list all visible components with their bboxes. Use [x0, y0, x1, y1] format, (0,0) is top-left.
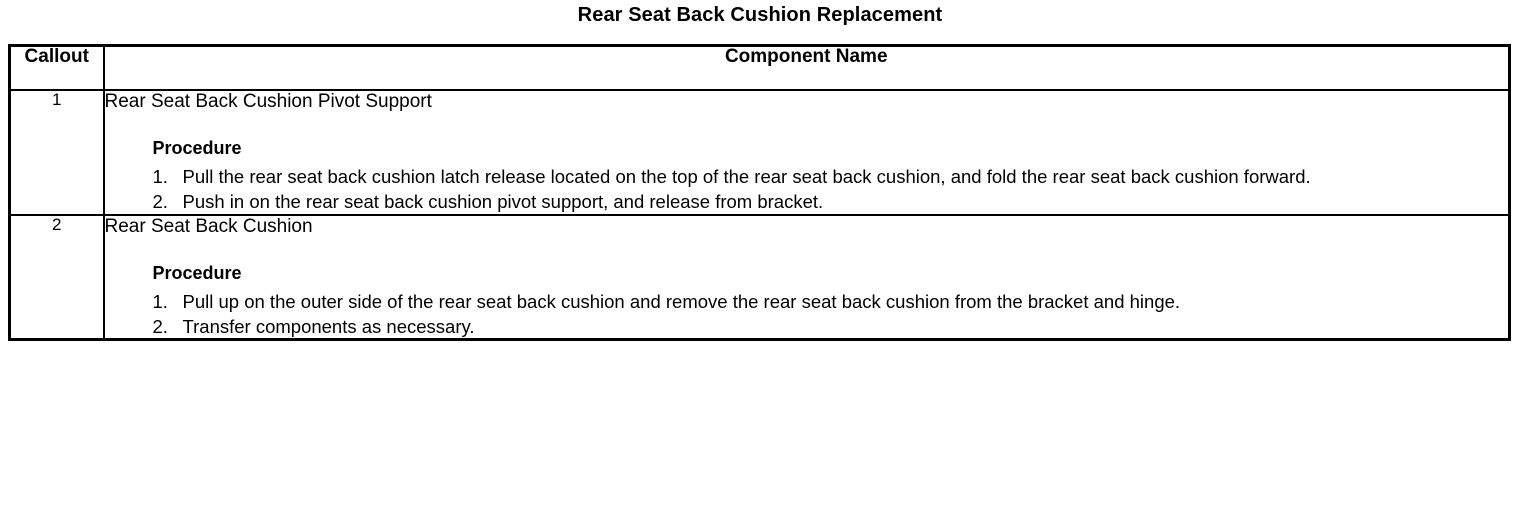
table-header: Callout Component Name: [8, 44, 1511, 91]
component-cell: Rear Seat Back Cushion Procedure Pull up…: [102, 213, 1511, 341]
column-header-callout: Callout: [8, 44, 105, 91]
procedure-step: Transfer components as necessary.: [153, 315, 475, 338]
procedure-step-list: Pull up on the outer side of the rear se…: [105, 288, 1509, 338]
table-body: 1 Rear Seat Back Cushion Pivot Support P…: [8, 89, 1511, 341]
procedure-step: Push in on the rear seat back cushion pi…: [153, 190, 824, 213]
component-name-text: Rear Seat Back Cushion Pivot Support: [104, 91, 432, 112]
callout-number: 2: [8, 213, 105, 341]
procedure-step: Pull the rear seat back cushion latch re…: [153, 165, 1311, 188]
procedure-table: Callout Component Name 1 Rear Seat Back …: [8, 44, 1511, 342]
callout-number: 1: [8, 89, 105, 216]
component-name-text: Rear Seat Back Cushion: [104, 215, 313, 237]
page-title: Rear Seat Back Cushion Replacement: [577, 4, 943, 26]
table-header-row: Callout Component Name: [8, 44, 1511, 91]
table-row: 1 Rear Seat Back Cushion Pivot Support P…: [8, 89, 1511, 216]
procedure-heading: Procedure: [152, 138, 242, 159]
procedure-step-list: Pull the rear seat back cushion latch re…: [105, 163, 1509, 213]
procedure-heading: Procedure: [152, 262, 242, 283]
table-row: 2 Rear Seat Back Cushion Procedure Pull …: [8, 213, 1511, 341]
column-header-component-name: Component Name: [102, 44, 1511, 91]
procedure-step: Pull up on the outer side of the rear se…: [153, 290, 1181, 313]
component-cell: Rear Seat Back Cushion Pivot Support Pro…: [102, 89, 1511, 216]
